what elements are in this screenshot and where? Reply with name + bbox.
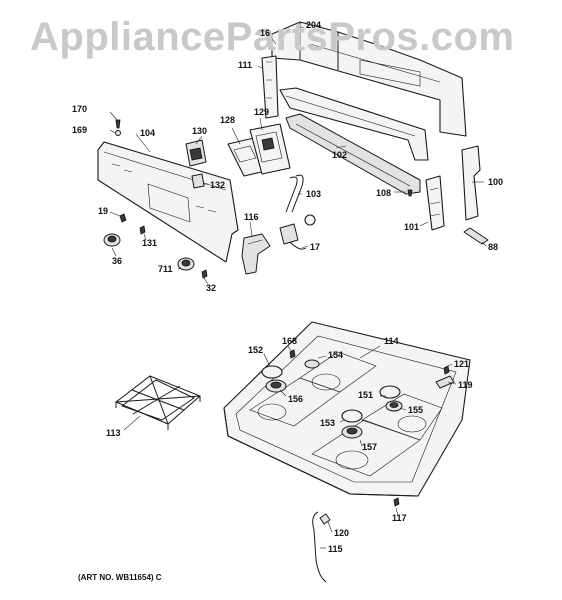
part-116-handle[interactable] (241, 233, 271, 275)
label-102: 102 (332, 150, 347, 160)
part-102-shield[interactable] (279, 87, 429, 161)
label-129: 129 (254, 107, 269, 117)
label-116: 116 (244, 212, 259, 222)
part-153-cap[interactable] (341, 409, 363, 423)
part-117-screw[interactable] (393, 497, 400, 507)
label-17: 17 (310, 242, 320, 252)
part-36-knob[interactable] (103, 233, 121, 247)
label-16: 16 (260, 28, 270, 38)
label-132: 132 (210, 180, 225, 190)
art-number: (ART NO. WB11654) C (78, 573, 162, 582)
part-113-grate[interactable] (115, 375, 201, 430)
label-131: 131 (142, 238, 157, 248)
part-88-clip[interactable] (463, 227, 489, 245)
part-manifold-rail[interactable] (285, 113, 421, 195)
watermark-text: AppliancePartsPros.com (30, 15, 515, 59)
burner-rings (257, 373, 427, 470)
part-154-burner[interactable] (304, 359, 320, 369)
label-711: 711 (158, 264, 173, 274)
label-115: 115 (328, 544, 343, 554)
part-130-switch[interactable] (185, 139, 207, 167)
part-155-burner[interactable] (385, 400, 403, 412)
part-labels: 16 204 111 170 169 104 130 128 129 132 1… (72, 20, 503, 554)
label-114: 114 (384, 336, 399, 346)
label-108: 108 (376, 188, 391, 198)
part-17-switch[interactable] (279, 214, 316, 250)
label-104: 104 (140, 128, 155, 138)
label-155: 155 (408, 405, 423, 415)
label-130: 130 (192, 126, 207, 136)
part-104-control-panel[interactable] (97, 141, 239, 263)
label-204: 204 (306, 20, 321, 30)
label-153: 153 (320, 418, 335, 428)
label-151: 151 (358, 390, 373, 400)
label-121: 121 (454, 359, 469, 369)
label-120: 120 (334, 528, 349, 538)
label-32: 32 (206, 283, 216, 293)
label-154: 154 (328, 350, 343, 360)
label-170: 170 (72, 104, 87, 114)
part-19-screw[interactable] (119, 213, 127, 223)
part-114-cooktop[interactable] (223, 321, 471, 497)
part-157-burner[interactable] (341, 425, 363, 439)
part-151-cap[interactable] (379, 385, 401, 399)
part-111-bracket[interactable] (261, 55, 279, 119)
part-204-backguard[interactable] (271, 21, 467, 137)
label-117: 117 (392, 513, 407, 523)
label-156: 156 (288, 394, 303, 404)
part-115-tube[interactable] (312, 511, 327, 583)
label-128: 128 (220, 115, 235, 125)
part-119-electrode[interactable] (435, 375, 455, 389)
label-111: 111 (238, 60, 252, 70)
label-157: 157 (362, 442, 377, 452)
label-88: 88 (488, 242, 498, 252)
part-152-cap[interactable] (261, 365, 283, 379)
part-168-screw[interactable] (289, 349, 296, 359)
label-101: 101 (404, 222, 419, 232)
label-103: 103 (306, 189, 321, 199)
part-129-board[interactable] (249, 123, 291, 175)
label-168: 168 (282, 336, 297, 346)
part-170-screw[interactable] (115, 119, 121, 136)
part-32-screw[interactable] (201, 269, 208, 279)
part-131-screw[interactable] (139, 225, 146, 235)
label-119: 119 (458, 380, 473, 390)
part-100-trim[interactable] (461, 145, 481, 221)
part-132-clip[interactable] (191, 173, 205, 189)
label-169: 169 (72, 125, 87, 135)
part-101-valve[interactable] (425, 175, 445, 231)
part-156-burner[interactable] (265, 379, 287, 393)
label-152: 152 (248, 345, 263, 355)
part-103-harness[interactable] (285, 174, 304, 213)
leader-lines (109, 25, 487, 549)
label-19: 19 (98, 206, 108, 216)
part-120-clip[interactable] (319, 513, 331, 525)
part-121-screw[interactable] (443, 365, 450, 375)
label-36: 36 (112, 256, 122, 266)
label-113: 113 (106, 428, 121, 438)
part-711-knob[interactable] (177, 257, 195, 271)
label-100: 100 (488, 177, 503, 187)
part-108-screw[interactable] (407, 189, 413, 197)
